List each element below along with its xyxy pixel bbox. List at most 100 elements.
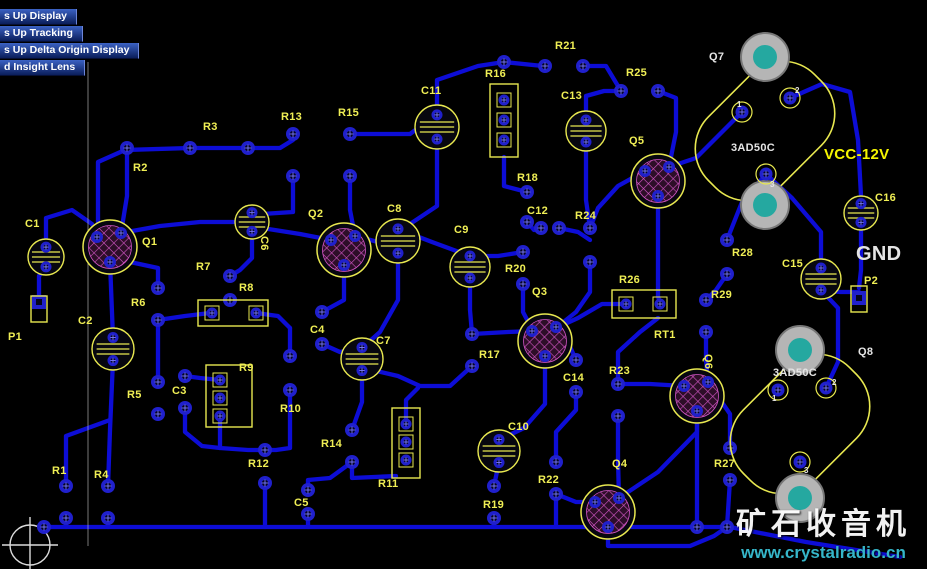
component-outline[interactable] — [850, 285, 868, 313]
pad[interactable] — [398, 416, 414, 432]
component-label[interactable]: R6 — [131, 297, 146, 309]
pad[interactable] — [178, 369, 192, 383]
pad[interactable] — [538, 59, 552, 73]
component-label[interactable]: R27 — [714, 458, 736, 470]
component-label[interactable]: R4 — [94, 469, 109, 481]
pad[interactable] — [720, 267, 734, 281]
pad[interactable] — [151, 375, 165, 389]
pad[interactable] — [815, 262, 827, 274]
component-label[interactable]: R19 — [483, 499, 505, 511]
pad[interactable] — [241, 141, 255, 155]
pad[interactable] — [343, 127, 357, 141]
menu-item-delta-origin-display[interactable]: s Up Delta Origin Display — [0, 43, 140, 59]
pad[interactable] — [611, 409, 625, 423]
pad[interactable] — [120, 141, 134, 155]
power-transistor[interactable] — [712, 325, 889, 523]
component-label[interactable]: R9 — [239, 362, 254, 374]
pad[interactable] — [258, 443, 272, 457]
component-label[interactable]: C7 — [376, 335, 391, 347]
component-label[interactable]: Q1 — [142, 236, 158, 248]
component-label[interactable]: Q6 — [702, 354, 714, 370]
transistor[interactable] — [669, 368, 725, 424]
pad[interactable] — [663, 161, 675, 173]
pad[interactable] — [37, 520, 51, 534]
component-label[interactable]: C3 — [172, 385, 187, 397]
pad[interactable] — [539, 350, 551, 362]
component-label[interactable]: R29 — [711, 289, 733, 301]
copper-trace[interactable] — [727, 524, 903, 560]
capacitor[interactable] — [414, 104, 460, 150]
copper-trace[interactable] — [434, 59, 507, 117]
pad[interactable] — [691, 405, 703, 417]
component-label[interactable]: 2 — [832, 378, 837, 387]
component-label[interactable]: R24 — [575, 210, 597, 222]
capacitor[interactable] — [843, 195, 879, 231]
pad[interactable] — [580, 136, 592, 148]
pad[interactable] — [107, 355, 119, 367]
pad[interactable] — [431, 109, 443, 121]
component-label[interactable]: R14 — [321, 438, 343, 450]
copper-trace[interactable] — [856, 227, 864, 291]
pad[interactable] — [315, 337, 329, 351]
square-pad[interactable] — [852, 291, 866, 305]
pad[interactable] — [431, 133, 443, 145]
pad[interactable] — [151, 407, 165, 421]
component-label[interactable]: R23 — [609, 365, 631, 377]
copper-trace[interactable] — [818, 287, 841, 391]
pad[interactable] — [151, 313, 165, 327]
pad[interactable] — [552, 221, 566, 235]
pad[interactable] — [493, 457, 505, 469]
pad[interactable] — [699, 293, 713, 307]
pad[interactable] — [104, 256, 116, 268]
component-label[interactable]: Q2 — [308, 208, 324, 220]
transistor[interactable] — [517, 313, 573, 369]
power-transistor[interactable] — [677, 32, 854, 230]
component-label[interactable]: C9 — [454, 224, 469, 236]
pad[interactable] — [212, 390, 228, 406]
component-label[interactable]: C14 — [563, 372, 585, 384]
component-outline[interactable] — [489, 83, 519, 158]
pad[interactable] — [223, 269, 237, 283]
component-label[interactable]: R17 — [479, 349, 501, 361]
pad[interactable] — [583, 255, 597, 269]
menu-item-heads-up-tracking[interactable]: s Up Tracking — [0, 26, 83, 42]
component-label[interactable]: RT1 — [654, 329, 676, 341]
component-label[interactable]: Q4 — [612, 458, 628, 470]
pad[interactable] — [496, 132, 512, 148]
pad[interactable] — [702, 376, 714, 388]
pad[interactable] — [815, 284, 827, 296]
pad[interactable] — [212, 372, 228, 388]
component-label[interactable]: Q7 — [709, 51, 725, 63]
component-label[interactable]: R26 — [619, 274, 641, 286]
pad[interactable] — [580, 114, 592, 126]
copper-trace[interactable] — [553, 301, 629, 331]
component-label[interactable]: 2 — [795, 86, 800, 95]
pad[interactable] — [356, 341, 368, 353]
component-label[interactable]: R3 — [203, 121, 218, 133]
pad[interactable] — [496, 112, 512, 128]
pad[interactable] — [465, 327, 479, 341]
pad[interactable] — [602, 521, 614, 533]
copper-trace[interactable] — [615, 315, 661, 387]
component-label[interactable]: R13 — [281, 111, 303, 123]
copper-trace[interactable] — [580, 63, 624, 94]
pad[interactable] — [516, 277, 530, 291]
pad[interactable] — [301, 507, 315, 521]
pad[interactable] — [779, 87, 801, 109]
capacitor[interactable] — [234, 204, 270, 240]
pad[interactable] — [549, 487, 563, 501]
pad[interactable] — [496, 92, 512, 108]
pad[interactable] — [651, 84, 665, 98]
pad[interactable] — [690, 520, 704, 534]
pad[interactable] — [349, 230, 361, 242]
pad[interactable] — [815, 377, 837, 399]
copper-trace[interactable] — [95, 145, 193, 240]
copper-trace[interactable] — [501, 154, 530, 195]
pad[interactable] — [534, 221, 548, 235]
pad[interactable] — [699, 325, 713, 339]
component-label[interactable]: R1 — [52, 465, 67, 477]
component-label[interactable]: VCC-12V — [824, 146, 890, 163]
component-label[interactable]: R21 — [555, 40, 577, 52]
pad[interactable] — [40, 261, 52, 273]
pad[interactable] — [589, 496, 601, 508]
